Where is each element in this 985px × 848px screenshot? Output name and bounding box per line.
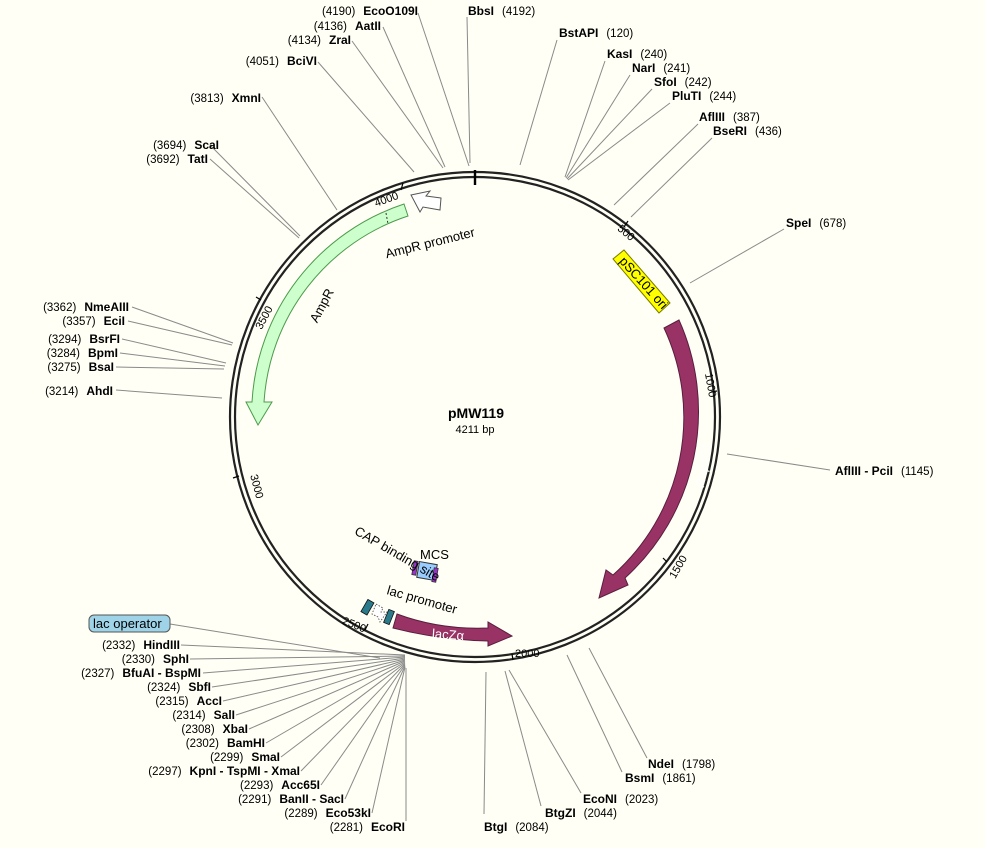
site-label[interactable]: KasI(240) bbox=[607, 47, 667, 61]
lac-promoter-arrow[interactable] bbox=[371, 603, 388, 623]
plasmid-size: 4211 bp bbox=[456, 424, 495, 436]
ampr-arrow[interactable] bbox=[245, 203, 409, 427]
site-label[interactable]: PluTI(244) bbox=[672, 89, 736, 103]
site-label[interactable]: NarI(241) bbox=[632, 61, 690, 75]
site-label[interactable]: BtgI(2084) bbox=[484, 820, 549, 834]
leader-lines bbox=[115, 12, 831, 821]
lac-operator-callout bbox=[88, 614, 171, 633]
lac-operator-box[interactable] bbox=[383, 608, 395, 626]
site-label[interactable]: NdeI(1798) bbox=[648, 757, 715, 771]
tick-label: 2500 bbox=[340, 615, 367, 635]
site-label[interactable]: EcoNI(2023) bbox=[583, 792, 658, 806]
site-labels: (4190)EcoO109I (4136)AatII (4134)ZraI (4… bbox=[43, 4, 934, 834]
features: AmpR promoter AmpR pSC101 ori Rep101 lac… bbox=[88, 190, 715, 647]
site-label[interactable]: (2330)SphI bbox=[122, 652, 189, 666]
plasmid-title: pMW119 4211 bp bbox=[448, 405, 504, 436]
lac-operator-label: lac operator bbox=[93, 616, 162, 631]
tick-label: 2000 bbox=[515, 648, 539, 660]
site-label[interactable]: BsmI(1861) bbox=[625, 771, 696, 785]
site-label[interactable]: (2281)EcoRI bbox=[330, 820, 405, 834]
ampr-promoter-label: AmpR promoter bbox=[384, 224, 477, 261]
ampr-promoter-arrow[interactable] bbox=[410, 190, 442, 214]
site-label[interactable]: BstAPI(120) bbox=[559, 26, 633, 40]
site-label[interactable]: (2299)SmaI bbox=[210, 750, 280, 764]
site-label[interactable]: (4051)BciVI bbox=[246, 54, 317, 68]
site-label[interactable]: (2308)XbaI bbox=[181, 722, 248, 736]
site-label[interactable]: (2324)SbfI bbox=[147, 680, 211, 694]
site-label[interactable]: (2314)SalI bbox=[172, 708, 235, 722]
site-label[interactable]: (4190)EcoO109I bbox=[322, 4, 418, 18]
site-label[interactable]: SpeI(678) bbox=[786, 216, 846, 230]
site-label[interactable]: BbsI(4192) bbox=[468, 4, 535, 18]
site-label[interactable]: (2302)BamHI bbox=[186, 736, 265, 750]
lacza-label: lacZα bbox=[432, 626, 466, 643]
mcs-flank-left bbox=[411, 560, 419, 576]
site-label[interactable]: SfoI(242) bbox=[654, 75, 712, 89]
site-label[interactable]: (3284)BpmI bbox=[47, 346, 118, 360]
cap-site-box[interactable] bbox=[360, 598, 375, 616]
site-label[interactable]: (3813)XmnI bbox=[190, 91, 261, 105]
psc101-ori-label: pSC101 ori bbox=[616, 254, 671, 312]
site-label[interactable]: (2291)BanII - SacI bbox=[238, 792, 344, 806]
site-label[interactable]: BseRI(436) bbox=[713, 124, 782, 138]
site-label[interactable]: (3294)BsrFI bbox=[48, 332, 120, 346]
mcs-flank-right bbox=[431, 567, 439, 583]
rep101-arrow[interactable] bbox=[598, 319, 699, 599]
mcs-label: MCS bbox=[420, 547, 449, 562]
site-label[interactable]: (2327)BfuAI - BspMI bbox=[81, 666, 201, 680]
site-label[interactable]: (2315)AccI bbox=[155, 694, 222, 708]
site-label[interactable]: (3275)BsaI bbox=[47, 360, 114, 374]
ampr-label: AmpR bbox=[307, 286, 337, 325]
lacza-arrow[interactable] bbox=[392, 613, 514, 647]
lac-promoter-label: lac promoter bbox=[385, 582, 459, 617]
site-label[interactable]: (2293)Acc65I bbox=[240, 778, 320, 792]
plasmid-name: pMW119 bbox=[448, 405, 504, 421]
site-label[interactable]: (3692)TatI bbox=[146, 152, 208, 166]
tick-label: 500 bbox=[615, 223, 637, 244]
site-label[interactable]: AflIII - PciI(1145) bbox=[835, 464, 934, 478]
site-label[interactable]: (4136)AatII bbox=[314, 19, 381, 33]
site-label[interactable]: (2289)Eco53kI bbox=[284, 806, 371, 820]
site-label[interactable]: (4134)ZraI bbox=[288, 33, 351, 47]
backbone bbox=[228, 170, 722, 664]
site-label[interactable]: (3694)ScaI bbox=[153, 138, 219, 152]
tick-label: 1000 bbox=[702, 372, 718, 398]
site-label[interactable]: (3362)NmeAIII bbox=[43, 300, 129, 314]
site-label[interactable]: (2332)HindIII bbox=[102, 638, 180, 652]
site-label[interactable]: (2297)KpnI - TspMI - XmaI bbox=[148, 764, 300, 778]
site-label[interactable]: BtgZI(2044) bbox=[545, 806, 617, 820]
site-label[interactable]: AflIII(387) bbox=[699, 110, 760, 124]
tick-label: 3000 bbox=[247, 473, 265, 500]
psc101-ori-box[interactable] bbox=[612, 249, 671, 314]
site-label[interactable]: (3357)EciI bbox=[62, 314, 125, 328]
site-label[interactable]: (3214)AhdI bbox=[45, 384, 113, 398]
